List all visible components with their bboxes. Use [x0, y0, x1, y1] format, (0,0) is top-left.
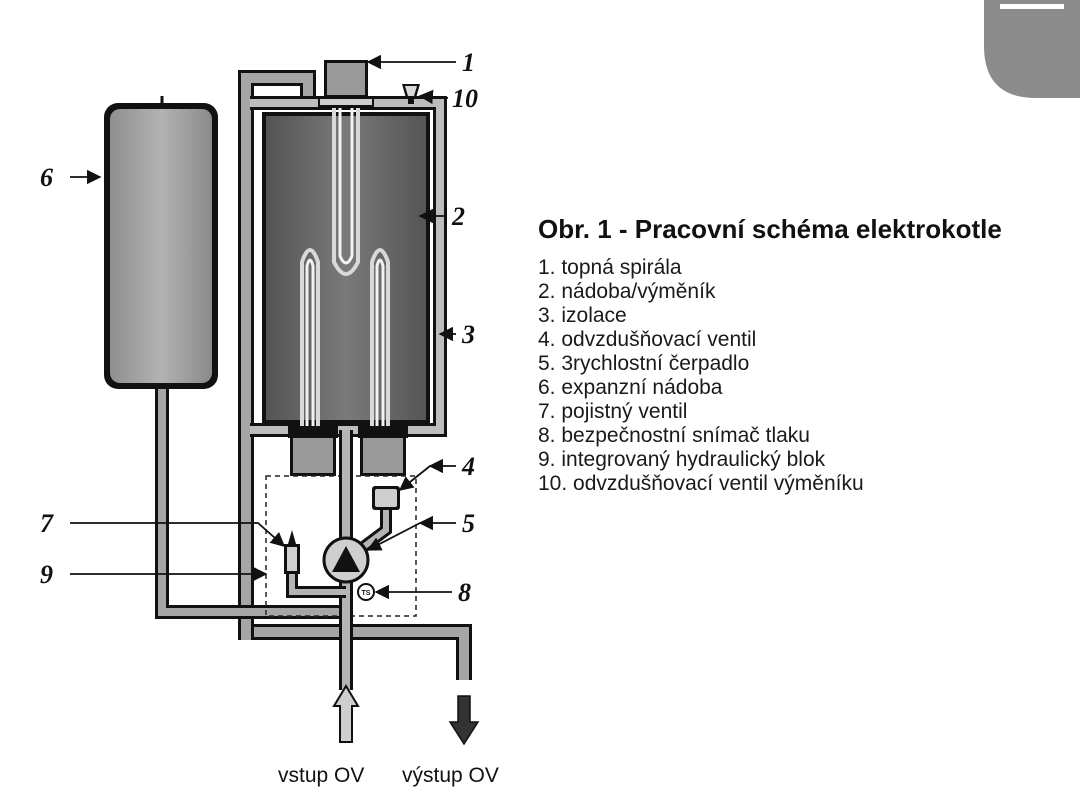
callout-2: 2	[451, 202, 465, 231]
callout-8: 8	[458, 578, 471, 607]
legend-item-9: 9. integrovaný hydraulický blok	[538, 448, 826, 471]
inlet-label: vstup OV	[278, 764, 364, 787]
pressure-sensor: TS	[357, 583, 375, 601]
page-tab-icon	[984, 0, 1080, 98]
legend-item-5: 5. 3rychlostní čerpadlo	[538, 352, 750, 375]
callout-10: 10	[452, 84, 478, 113]
expansion-tank	[104, 96, 218, 389]
heating-spiral-top	[318, 60, 374, 276]
legend-item-10: 10. odvzdušňovací ventil výměníku	[538, 472, 864, 495]
air-vent-valve	[372, 486, 400, 510]
heating-spirals-bottom	[288, 248, 408, 476]
outlet-label: výstup OV	[402, 764, 499, 787]
legend-item-1: 1. topná spirála	[538, 256, 682, 279]
exchanger-vent-valve	[402, 84, 420, 104]
callout-4: 4	[461, 452, 475, 481]
legend-item-8: 8. bezpečnostní snímač tlaku	[538, 424, 810, 447]
legend-list: 1. topná spirála 2. nádoba/výměník 3. iz…	[538, 256, 864, 496]
callout-1: 1	[462, 48, 475, 77]
callout-9: 9	[40, 560, 53, 589]
legend-item-7: 7. pojistný ventil	[538, 400, 688, 423]
callout-5: 5	[462, 509, 475, 538]
callout-3: 3	[461, 320, 475, 349]
legend-item-2: 2. nádoba/výměník	[538, 280, 716, 303]
legend-item-3: 3. izolace	[538, 304, 627, 327]
legend-item-4: 4. odvzdušňovací ventil	[538, 328, 757, 351]
expansion-pipe	[155, 388, 342, 619]
legend-item-6: 6. expanzní nádoba	[538, 376, 723, 399]
callout-lines	[70, 54, 456, 600]
inlet-arrow-icon	[332, 684, 360, 743]
safety-valve	[284, 530, 300, 574]
callout-6: 6	[40, 163, 53, 192]
circulation-pump	[322, 536, 370, 584]
boiler-vessel	[262, 112, 430, 424]
callout-7: 7	[40, 509, 54, 538]
figure-title: Obr. 1 - Pracovní schéma elektrokotle	[538, 214, 1002, 244]
outlet-arrow-icon	[448, 695, 480, 746]
sensor-label: TS	[362, 590, 371, 597]
